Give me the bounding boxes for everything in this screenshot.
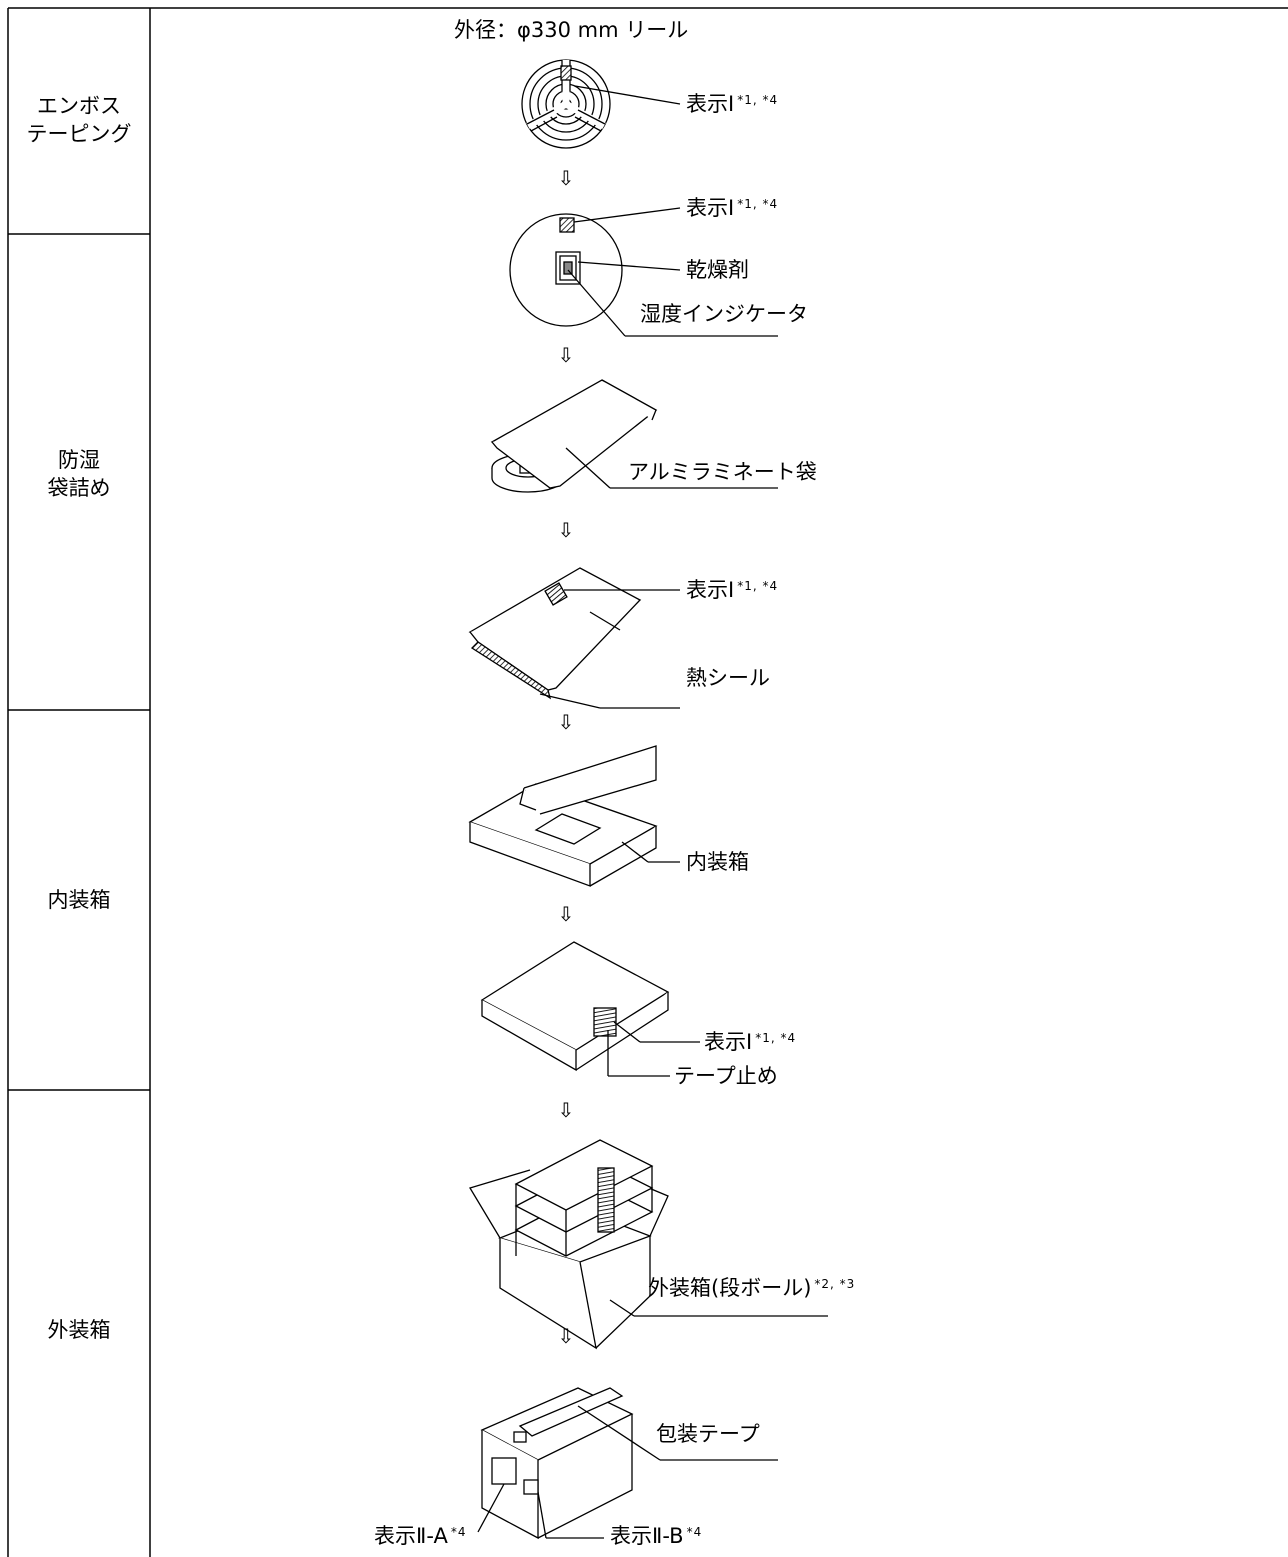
table-frame [7, 7, 1288, 1557]
display1-label-bag-top: 表示Ⅰ*1, *4 [686, 196, 779, 220]
sealed-bag-drawing [468, 567, 680, 709]
display2a-label: 表示Ⅱ-A*4 [374, 1524, 467, 1548]
flow-arrow-down: ⇩ [557, 1098, 575, 1122]
stage-emboss-taping: エンボス テーピング [26, 94, 132, 146]
tape-stop-label: テープ止め [674, 1064, 778, 1088]
display1-label-sealed-bag: 表示Ⅰ*1, *4 [686, 578, 779, 602]
inner-box-label: 内装箱 [686, 850, 749, 874]
flow-arrow-down: ⇩ [557, 902, 575, 926]
stage-inner-box: 内装箱 [47, 888, 111, 912]
display2b-label: 表示Ⅱ-B*4 [610, 1524, 703, 1548]
reel-diameter-title: 外径：φ330 mm リール [454, 18, 689, 42]
flow-arrow-down: ⇩ [557, 166, 575, 190]
aluminium-bag-label: アルミラミネート袋 [628, 460, 817, 484]
flow-arrow-down: ⇩ [557, 710, 575, 734]
outer-box-label: 外装箱(段ボール)*2, *3 [648, 1276, 856, 1300]
inner-box-open-drawing [468, 745, 680, 887]
inner-box-closed-drawing [480, 941, 700, 1077]
stage-outer-box: 外装箱 [47, 1318, 111, 1342]
bag-top-view [509, 207, 778, 337]
packing-tape-label: 包装テープ [656, 1422, 760, 1446]
reel-drawing [521, 59, 681, 149]
flow-arrow-down: ⇩ [557, 1324, 575, 1348]
sealed-outer-box-drawing [477, 1387, 778, 1540]
display1-label-inner-box: 表示Ⅰ*1, *4 [704, 1030, 797, 1054]
humidity-indicator-label: 湿度インジケータ [640, 302, 808, 326]
heat-seal-label: 熱シール [686, 666, 770, 690]
outer-box-drawing [469, 1139, 828, 1350]
desiccant-label: 乾燥剤 [686, 258, 749, 282]
stage-moisture-proof-bag: 防湿 袋詰め [47, 448, 111, 500]
display1-label-reel: 表示Ⅰ*1, *4 [686, 92, 779, 116]
al-bag-drawing [490, 379, 778, 493]
flow-arrow-down: ⇩ [557, 343, 575, 367]
flow-arrow-down: ⇩ [557, 518, 575, 542]
